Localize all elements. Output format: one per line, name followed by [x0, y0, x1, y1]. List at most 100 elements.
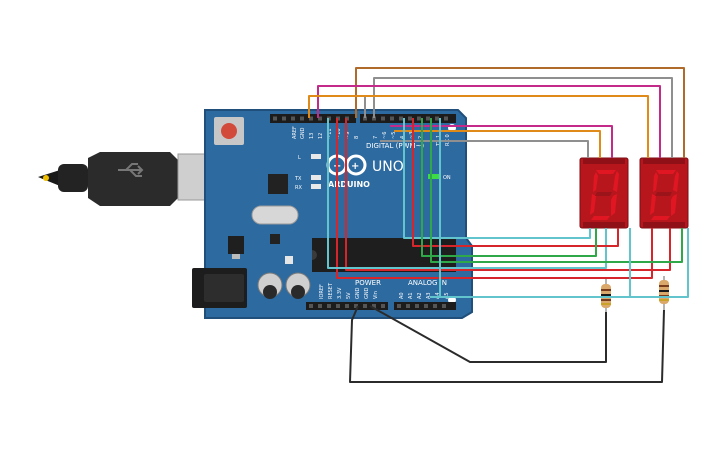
pin-hole[interactable]	[381, 304, 385, 308]
pin-label-8: 8	[354, 136, 360, 139]
pin-hole[interactable]	[318, 116, 322, 121]
pin-hole[interactable]	[390, 116, 394, 121]
display-pin-strip	[583, 158, 625, 164]
display-segments	[650, 170, 679, 220]
svg-text:+: +	[351, 161, 359, 172]
pin-hole[interactable]	[444, 116, 448, 121]
pin-hole[interactable]	[424, 304, 428, 308]
pin-label-a4: A4	[435, 292, 441, 299]
seven-segment-display-1[interactable]: 0	[579, 157, 629, 229]
pin-hole[interactable]	[433, 304, 437, 308]
pin-hole[interactable]	[397, 304, 401, 308]
pin-label-gnd2: GND	[364, 287, 370, 299]
pin-label-9: ~9	[345, 132, 351, 139]
pin-hole[interactable]	[363, 116, 367, 121]
pin-hole[interactable]	[363, 304, 367, 308]
wire-magenta-top[interactable]	[317, 85, 661, 158]
wire-green-display1[interactable]	[421, 118, 597, 257]
pin-hole[interactable]	[327, 304, 331, 308]
wire-red[interactable]	[336, 118, 653, 279]
analog-header-label: ANALOG IN	[408, 279, 447, 287]
regulator-tab	[232, 254, 240, 259]
pin-hole[interactable]	[291, 116, 295, 121]
usb-chip	[268, 174, 288, 194]
capacitor-top	[291, 285, 305, 299]
display-pin-strip	[643, 222, 685, 228]
resistor-band	[659, 290, 669, 292]
capacitor-top	[263, 285, 277, 299]
pin-hole[interactable]	[282, 116, 286, 121]
resistor-band	[601, 289, 611, 291]
reset-button[interactable]	[221, 123, 237, 139]
pin-label-reset: RESET	[328, 282, 334, 299]
wire-gray-display1[interactable]	[380, 140, 589, 158]
power-header-label: POWER	[355, 279, 381, 287]
pin-hole[interactable]	[435, 116, 439, 121]
wire-magenta[interactable]	[390, 125, 613, 158]
pin-label-12: 12	[318, 133, 324, 139]
digital-header-label: DIGITAL (PWM~)	[366, 142, 424, 150]
model-text: UNO	[372, 159, 404, 175]
wire-green[interactable]	[430, 118, 683, 263]
wire-gray[interactable]	[373, 77, 673, 158]
pin-hole[interactable]	[381, 116, 385, 121]
segment-d	[591, 216, 610, 220]
display-segments	[590, 170, 619, 220]
pin-hole[interactable]	[309, 304, 313, 308]
wire-cyan-bottom[interactable]	[327, 118, 607, 269]
wires	[308, 67, 689, 383]
pin-hole[interactable]	[406, 304, 410, 308]
pin-label-11: ~11	[327, 128, 333, 139]
wire-orange-top[interactable]	[308, 95, 649, 158]
pin-label-a5: A5	[444, 292, 450, 299]
power-jack-inner	[204, 274, 244, 302]
wire-black-gnd-2[interactable]	[369, 305, 607, 363]
segment-b	[613, 171, 619, 192]
wire-black-gnd[interactable]	[349, 305, 665, 383]
wire-red-2[interactable]	[345, 118, 671, 271]
led-tx-label: TX	[294, 176, 302, 182]
pin-hole[interactable]	[345, 304, 349, 308]
usb-cable[interactable]	[38, 152, 219, 206]
brand-text: ARDUINO	[328, 180, 370, 189]
led-tx	[311, 175, 321, 180]
pin-hole[interactable]	[300, 116, 304, 121]
pin-label-5: ~5	[391, 132, 397, 139]
wire-cyan-3[interactable]	[430, 228, 689, 298]
pin-hole[interactable]	[354, 304, 358, 308]
pin-hole[interactable]	[336, 304, 340, 308]
pin-label-6: ~6	[382, 132, 388, 139]
pin-hole[interactable]	[426, 116, 430, 121]
segment-a	[656, 170, 676, 174]
segment-b	[673, 171, 679, 192]
led-on	[428, 174, 440, 179]
pin-hole[interactable]	[442, 304, 446, 308]
smd-component	[285, 256, 293, 264]
pin-hole[interactable]	[417, 116, 421, 121]
power-pin-holes	[309, 304, 446, 308]
usb-icon	[118, 163, 144, 177]
wire-cyan[interactable]	[403, 118, 591, 239]
wire-orange[interactable]	[394, 130, 601, 158]
pin-hole[interactable]	[372, 304, 376, 308]
pin-hole[interactable]	[309, 116, 313, 121]
wire-red-display1[interactable]	[412, 118, 619, 247]
wire-brown[interactable]	[355, 67, 685, 158]
pin-label-gnd: GND	[300, 127, 306, 139]
pin-label-5v: 5V	[346, 292, 352, 299]
pin-hole[interactable]	[372, 116, 376, 121]
seven-segment-display-2[interactable]: 0	[639, 157, 689, 229]
resistor-band	[601, 303, 611, 305]
pin-hole[interactable]	[399, 116, 403, 121]
segment-e	[650, 194, 656, 215]
pin-hole[interactable]	[415, 304, 419, 308]
pin-hole[interactable]	[318, 304, 322, 308]
chip-notch	[312, 250, 317, 260]
usb-plug-body	[88, 152, 178, 206]
pin-hole[interactable]	[408, 116, 412, 121]
resistor-1[interactable]	[601, 278, 611, 312]
resistor-2[interactable]	[659, 276, 669, 310]
pin-hole[interactable]	[273, 116, 277, 121]
